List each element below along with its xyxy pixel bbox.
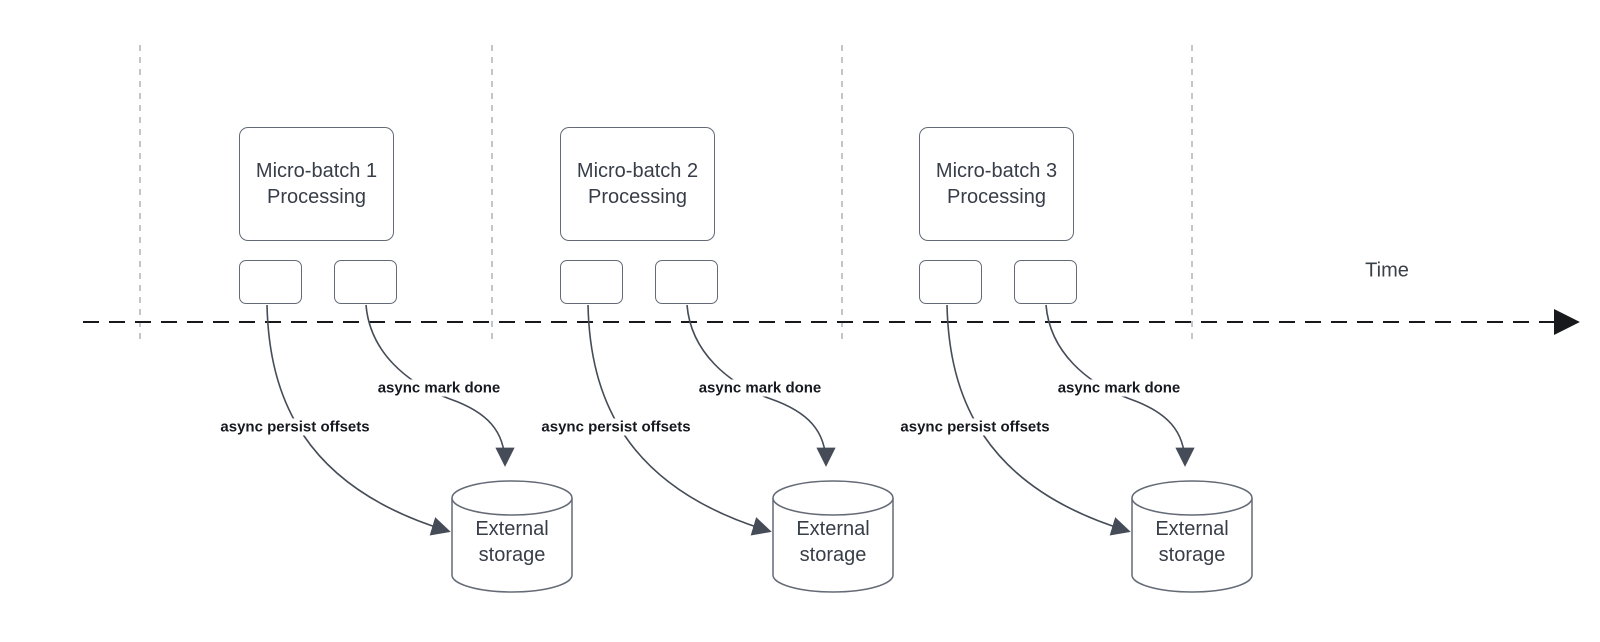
micro-batch-2-title: Micro-batch 2 Processing — [576, 160, 699, 208]
time-axis-label: Time — [1365, 259, 1409, 282]
persist-offsets-task-box — [560, 260, 623, 304]
micro-batch-1-box: Micro-batch 1 Processing — [239, 127, 394, 241]
micro-batch-1-title: Micro-batch 1 Processing — [255, 160, 378, 208]
mark-done-task-box — [655, 260, 718, 304]
mark-done-arrow — [686, 304, 836, 467]
micro-batch-2-box: Micro-batch 2 Processing — [560, 127, 715, 241]
persist-offsets-task-box — [919, 260, 982, 304]
mark-done-task-box — [1014, 260, 1077, 304]
persist-offsets-label: async persist offsets — [897, 418, 1053, 436]
mark-done-label: async mark done — [374, 379, 504, 397]
persist-offsets-label: async persist offsets — [538, 418, 694, 436]
external-storage-cylinder — [1131, 480, 1253, 593]
mark-done-label: async mark done — [1054, 379, 1184, 397]
micro-batch-3-box: Micro-batch 3 Processing — [919, 127, 1074, 241]
mark-done-label: async mark done — [695, 379, 825, 397]
mark-done-task-box — [334, 260, 397, 304]
group-1-graphics — [266, 304, 573, 593]
micro-batch-3-title: Micro-batch 3 Processing — [935, 160, 1058, 208]
external-storage-label: External storage — [1155, 518, 1229, 566]
external-storage-label: External storage — [475, 518, 549, 566]
mark-done-arrow — [1045, 304, 1195, 467]
lane-dividers — [139, 45, 1193, 340]
external-storage-cylinder — [772, 480, 894, 593]
mark-done-arrow — [365, 304, 515, 467]
external-storage-cylinder — [451, 480, 573, 593]
persist-offsets-task-box — [239, 260, 302, 304]
external-storage-label: External storage — [796, 518, 870, 566]
persist-offsets-label: async persist offsets — [217, 418, 373, 436]
